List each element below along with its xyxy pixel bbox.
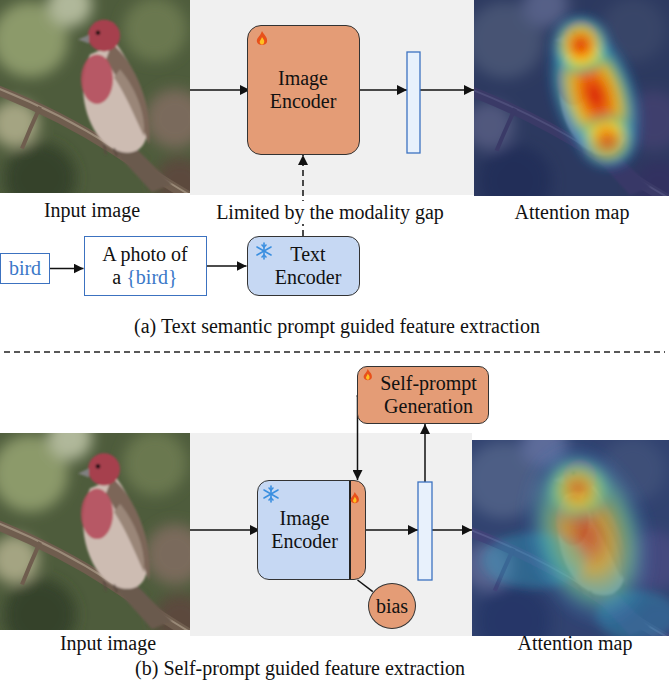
bird-photo <box>463 423 669 657</box>
node-text: Self-prompt Generation <box>374 372 484 418</box>
attention-map-image <box>465 0 669 217</box>
encoder-box: Image Encoder <box>247 25 360 155</box>
generator-box: Self-prompt Generation <box>357 366 489 424</box>
flame-icon <box>351 492 359 503</box>
node-text: Image Encoder <box>262 507 348 553</box>
flow-arrow <box>190 529 260 531</box>
connector-arrow <box>50 268 84 270</box>
encoder-box: Image Encoder <box>257 480 366 580</box>
text-label: Input image <box>44 199 140 222</box>
node-text: Text Encoder <box>262 243 355 289</box>
flow-arrow <box>362 529 418 531</box>
flow-arrow <box>190 89 250 91</box>
node-content: bias <box>376 595 408 618</box>
flow-arrow <box>432 529 472 531</box>
node-content: Image Encoder <box>252 67 355 113</box>
text-label: Input image <box>60 632 156 655</box>
node-text: {bird} <box>126 266 177 288</box>
attention-map-image <box>463 423 669 657</box>
text-label: Attention map <box>515 201 630 224</box>
layout-arrows <box>190 90 474 530</box>
feature-vector <box>418 482 432 580</box>
encoder-box: Text Encoder <box>247 236 360 296</box>
flame-icon <box>257 31 267 45</box>
panel-ground <box>190 433 472 636</box>
heat-overlay <box>474 0 669 201</box>
node-text: Image Encoder <box>252 67 355 113</box>
panel-ground <box>190 0 474 195</box>
flow-arrow <box>356 89 407 91</box>
flame-icon <box>364 369 372 380</box>
bird-photo <box>0 0 206 214</box>
panel-separator <box>4 351 665 352</box>
input-photo <box>0 0 206 214</box>
node-text: bias <box>376 595 408 618</box>
node-text: bird <box>9 257 41 280</box>
bias-circle: bias <box>368 583 416 629</box>
flow-arrow <box>424 424 426 482</box>
node-content: Text Encoder <box>262 243 355 289</box>
node-content: Self-prompt Generation <box>374 372 484 418</box>
node-content: A photo of a{bird} <box>89 243 202 289</box>
text-label: Attention map <box>518 632 633 655</box>
bird-photo <box>0 416 206 651</box>
text-label: (a) Text semantic prompt guided feature … <box>134 315 540 338</box>
node-content: bird <box>9 257 41 280</box>
heat-spots <box>482 426 669 645</box>
class-name-box: bird <box>0 253 50 284</box>
text-label: Limited by the modality gap <box>213 201 447 224</box>
input-photo <box>0 416 206 651</box>
snowflake-icon <box>264 486 278 502</box>
connector-arrow <box>207 265 247 267</box>
connector-arrow <box>358 580 373 592</box>
heat-spots <box>529 8 660 183</box>
bird-photo <box>465 0 669 217</box>
prompt-template-box: A photo of a{bird} <box>84 236 207 296</box>
flow-arrow <box>420 89 474 91</box>
node-content: Image Encoder <box>262 507 348 553</box>
text-label: (b) Self-prompt guided feature extractio… <box>135 657 465 680</box>
feature-vector <box>407 52 420 153</box>
snowflake-icon <box>257 243 271 259</box>
